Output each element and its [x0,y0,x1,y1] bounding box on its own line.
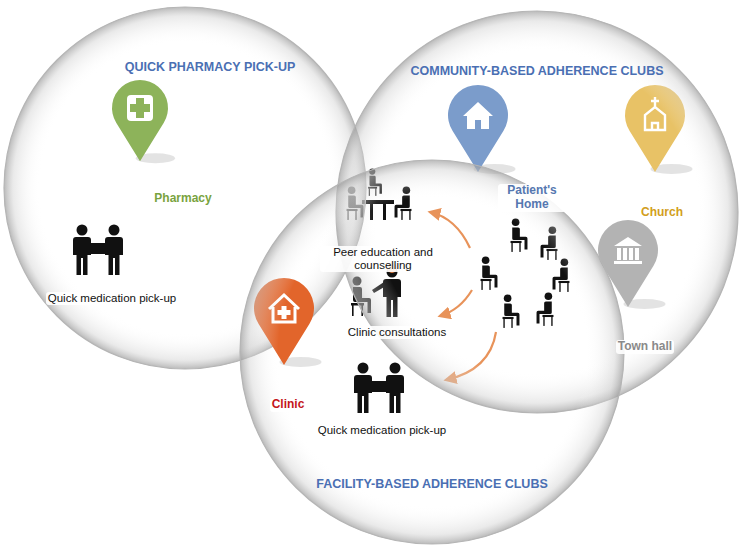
pin-label: Pharmacy [152,192,213,206]
activity-item: Quick medication pick-up [313,422,451,439]
circle-outline [240,160,624,544]
pin-label: Clinic [270,398,307,412]
circle-heading: QUICK PHARMACY PICK-UP [125,60,296,74]
activity-caption: Quick medication pick-up [46,292,178,305]
pin-label: Town hall [616,340,674,354]
activity-item: Peer education and counselling [317,244,449,274]
pin-label: Church [639,206,685,220]
activity-item: Clinic consultations [343,324,451,341]
activity-caption: Quick medication pick-up [316,424,448,437]
activity-caption: Clinic consultations [346,326,448,339]
service-circle: Clinic Peer education and counsellingClin… [239,159,625,545]
pin-label: Patient's Home [498,184,566,212]
circle-heading: COMMUNITY-BASED ADHERENCE CLUBS [410,64,663,78]
activity-caption: Peer education and counselling [320,246,446,272]
activity-item: Quick medication pick-up [43,290,181,307]
circle-heading: FACILITY-BASED ADHERENCE CLUBS [316,477,548,491]
